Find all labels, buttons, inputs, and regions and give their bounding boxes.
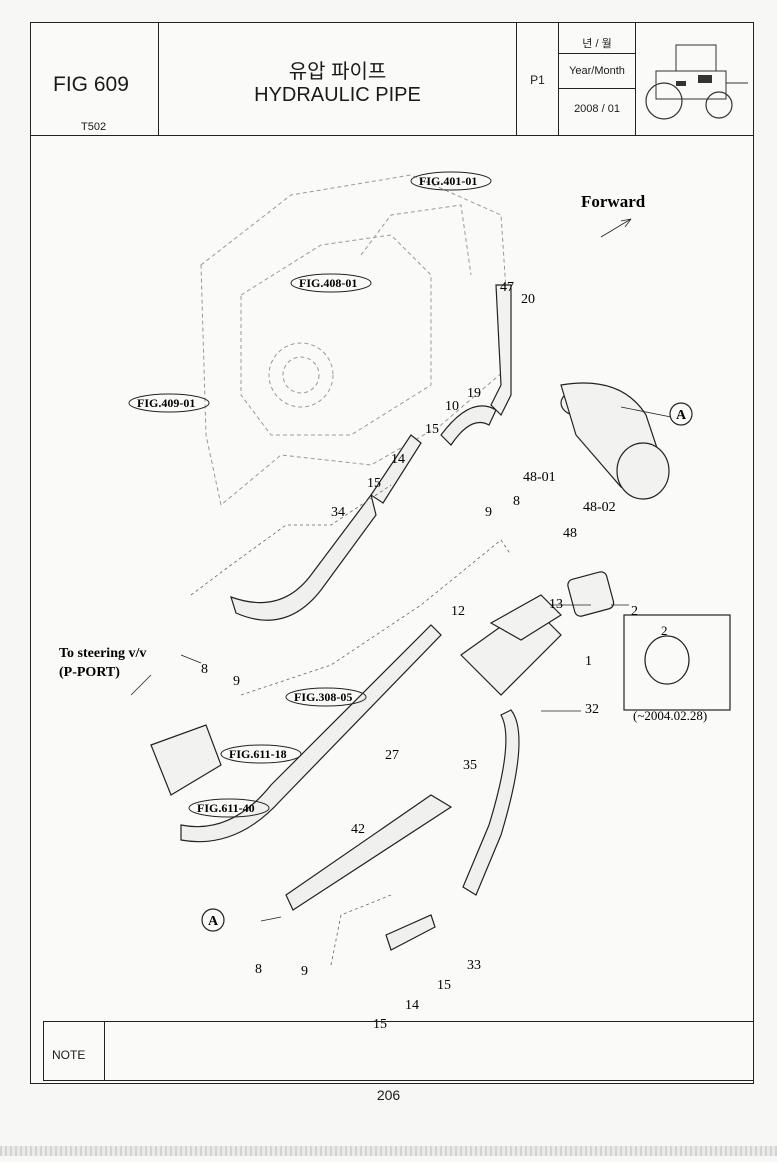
inset-part-number: 2: [661, 623, 668, 638]
part-number: 9: [485, 505, 492, 520]
steering-label-line2: (P-PORT): [59, 665, 120, 680]
figure-reference-labels: FIG.401-01 FIG.408-01 FIG.409-01 FIG.308…: [128, 171, 492, 818]
exploded-parts-diagram: Forward FIG.401-01 FIG.408-01 FIG.409-01…: [59, 171, 731, 1032]
inset-box: [623, 614, 731, 711]
scan-artifact: [0, 1146, 777, 1156]
leader-lines: [130, 218, 672, 922]
part-number: 48: [563, 526, 577, 541]
fig-ref-label: FIG.408-01: [299, 276, 357, 290]
fig-ref-label: FIG.401-01: [419, 174, 477, 188]
part-number: 1: [585, 654, 592, 669]
part-number: 9: [233, 674, 240, 689]
part-number: 19: [467, 386, 481, 401]
fig-ref-label: FIG.409-01: [137, 396, 195, 410]
figure-number: FIG 609: [53, 73, 129, 96]
fig-ref-label: FIG.308-05: [294, 690, 352, 704]
date-cell: 년 / 월 Year/Month 2008 / 01: [559, 23, 636, 135]
part-number: 10: [445, 399, 459, 414]
part-number: 8: [255, 962, 262, 977]
date-value: 2008 / 01: [574, 103, 620, 115]
part-number: 42: [351, 822, 365, 837]
part-number: 8: [513, 494, 520, 509]
part-number: 15: [425, 422, 439, 437]
date-label-korean: 년 / 월: [582, 38, 612, 50]
direction-label: Forward: [581, 192, 646, 211]
part-number: 9: [301, 964, 308, 979]
part-number: 27: [385, 748, 399, 763]
inset-labels: 2 (~2004.02.28): [633, 623, 707, 723]
part-number: 2: [631, 604, 638, 619]
part-number: 14: [405, 998, 419, 1013]
figure-number-cell: FIG 609 T502: [31, 23, 159, 135]
header-block: FIG 609 T502 유압 파이프 HYDRAULIC PIPE P1 년 …: [31, 23, 753, 136]
part-number: 34: [331, 505, 345, 520]
pipes: [180, 405, 520, 951]
date-label-english: Year/Month: [569, 65, 625, 77]
connector-marker-label: A: [208, 914, 219, 929]
part-number: 47: [500, 280, 514, 295]
part-number: 15: [373, 1017, 387, 1032]
part-number: 33: [467, 958, 481, 973]
part-number: 12: [451, 604, 465, 619]
title-korean: 유압 파이프: [288, 61, 387, 83]
date-divider: [559, 88, 635, 89]
page-code-cell: P1: [517, 23, 559, 135]
part-number: 35: [463, 758, 477, 773]
steering-label-line1: To steering v/v: [59, 646, 146, 661]
components: [150, 284, 670, 796]
part-number: 13: [549, 597, 563, 612]
connector-marker-a: A A: [201, 402, 693, 932]
inset-caption: (~2004.02.28): [633, 708, 707, 723]
part-number: 48-01: [523, 470, 556, 485]
part-number: 14: [391, 452, 405, 467]
tractor-thumbnail-cell: [636, 23, 753, 135]
part-number: 15: [367, 476, 381, 491]
fig-ref-label: FIG.611-18: [229, 747, 287, 761]
fig-ref-label: FIG.611-40: [197, 801, 255, 815]
title-english: HYDRAULIC PIPE: [254, 84, 421, 106]
tractor-icon: [645, 44, 748, 120]
transmission-housing-outline: [200, 174, 512, 506]
page-code: P1: [530, 73, 545, 87]
dashed-routing: [190, 484, 512, 966]
part-number: 8: [201, 662, 208, 677]
title-cell: 유압 파이프 HYDRAULIC PIPE: [159, 23, 517, 135]
steering-label: To steering v/v (P-PORT): [59, 646, 146, 680]
date-divider: [559, 53, 635, 54]
parts-sheet: FIG 609 T502 유압 파이프 HYDRAULIC PIPE P1 년 …: [30, 22, 754, 1084]
part-number-callouts: 47 20 19 10 15 14 15 34 9 8 48-01 48-02 …: [201, 280, 638, 1032]
part-number: 20: [521, 292, 535, 307]
part-number: 32: [585, 702, 599, 717]
connector-marker-label: A: [676, 408, 687, 423]
page-number: 206: [376, 1087, 401, 1103]
note-row: NOTE: [43, 1021, 753, 1081]
note-label: NOTE: [52, 1048, 86, 1062]
model-code: T502: [81, 121, 107, 133]
part-number: 15: [437, 978, 451, 993]
note-divider: [104, 1022, 105, 1080]
part-number: 48-02: [583, 500, 616, 515]
